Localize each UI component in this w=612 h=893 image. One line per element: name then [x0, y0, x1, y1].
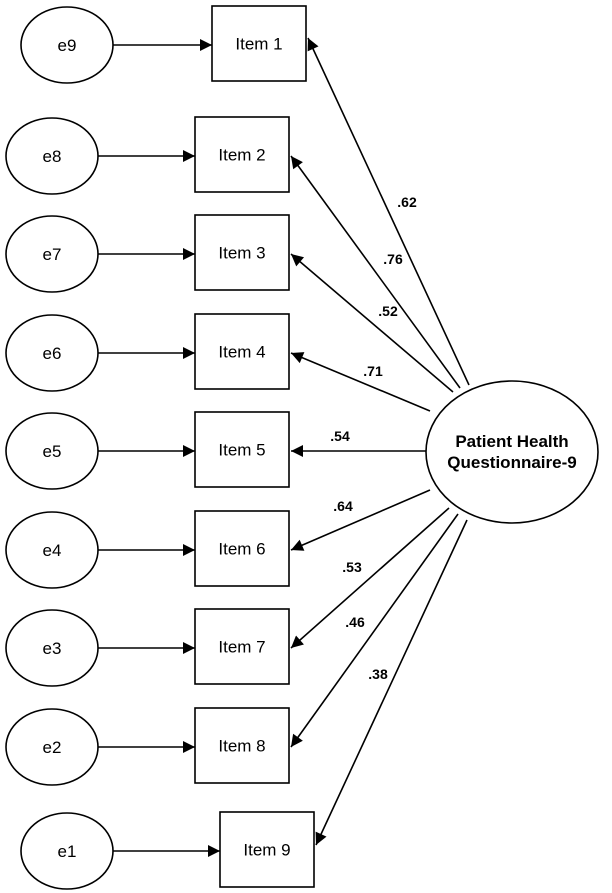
latent-factor-label-line1: Patient Health: [455, 432, 568, 451]
item-label-9: Item 9: [243, 841, 290, 860]
loading-arrow-1: [307, 37, 470, 386]
item-label-7: Item 7: [218, 638, 265, 657]
error-term-ellipse-9: [20, 812, 114, 890]
node-layer: e9 Item 1 e8 Item 2 e7 Item 3 e6 Item 4 e5 Item 5…: [5, 5, 315, 890]
item-box-3: [194, 214, 290, 291]
item-label-3: Item 3: [218, 244, 265, 263]
loading-label-9: .38: [368, 666, 388, 682]
loading-label-2: .76: [383, 251, 403, 267]
error-term-ellipse-8: [5, 708, 99, 786]
loading-arrow-8: [290, 513, 459, 748]
error-term-label-2: e8: [43, 147, 62, 166]
error-term-label-9: e1: [58, 842, 77, 861]
loading-label-1: .62: [397, 194, 417, 210]
loading-label-3: .52: [378, 303, 398, 319]
error-term-ellipse-4: [5, 314, 99, 392]
latent-factor: Patient Health Questionnaire-9: [425, 380, 599, 524]
item-label-1: Item 1: [235, 35, 282, 54]
error-term-label-3: e7: [43, 245, 62, 264]
latent-factor-ellipse: [425, 380, 599, 524]
error-term-label-6: e4: [43, 541, 62, 560]
item-box-5: [194, 411, 290, 488]
loading-arrow-9: [315, 519, 468, 846]
item-box-2: [194, 116, 290, 193]
error-term-ellipse-7: [5, 609, 99, 687]
item-box-7: [194, 608, 290, 685]
error-term-ellipse-1: [20, 6, 114, 84]
item-label-4: Item 4: [218, 343, 265, 362]
error-term-label-5: e5: [43, 442, 62, 461]
loading-label-4: .71: [363, 363, 383, 379]
item-box-4: [194, 313, 290, 390]
error-term-label-4: e6: [43, 344, 62, 363]
error-term-label-8: e2: [43, 738, 62, 757]
error-term-ellipse-5: [5, 412, 99, 490]
loading-arrow-6: [290, 489, 431, 551]
loading-arrow-2: [290, 155, 461, 389]
error-term-ellipse-6: [5, 511, 99, 589]
loading-label-6: .64: [333, 498, 353, 514]
error-term-label-1: e9: [58, 36, 77, 55]
loading-arrow-3: [290, 253, 454, 393]
error-term-label-7: e3: [43, 639, 62, 658]
item-label-6: Item 6: [218, 540, 265, 559]
error-term-ellipse-3: [5, 215, 99, 293]
loading-label-8: .46: [345, 614, 365, 630]
loading-arrow-7: [290, 507, 450, 649]
loading-label-5: .54: [330, 428, 350, 444]
item-label-2: Item 2: [218, 146, 265, 165]
item-box-8: [194, 707, 290, 784]
item-box-1: [211, 5, 307, 82]
item-label-8: Item 8: [218, 737, 265, 756]
latent-factor-label-line2: Questionnaire-9: [447, 453, 576, 472]
loading-label-7: .53: [342, 559, 362, 575]
item-box-6: [194, 510, 290, 587]
link-layer: .62 .76 .52 .71 .54 .64 .53 .46 .38: [98, 37, 470, 857]
error-term-ellipse-2: [5, 117, 99, 195]
loading-arrow-4: [290, 352, 431, 412]
item-box-9: [219, 811, 315, 888]
item-label-5: Item 5: [218, 441, 265, 460]
